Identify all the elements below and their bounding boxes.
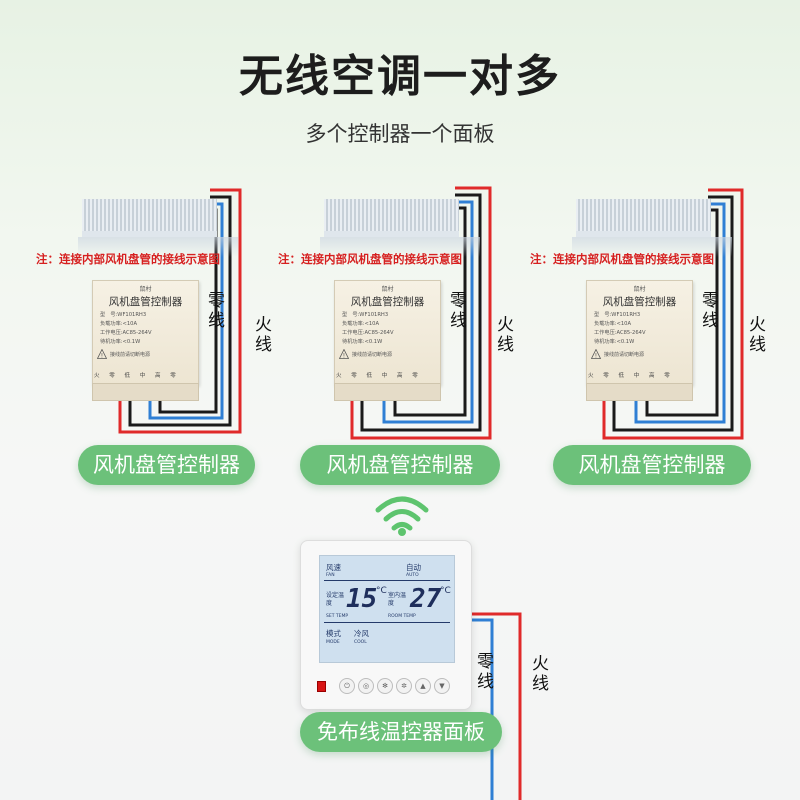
fan-label: 风速: [326, 563, 341, 572]
box-spec: 负载功率:<10A: [594, 321, 631, 327]
air-vent-icon: [576, 199, 711, 237]
warning-triangle-icon: !: [97, 349, 107, 359]
mode-button[interactable]: ◎: [358, 678, 374, 694]
thermostat-wires: [470, 612, 522, 800]
vent-shadow: [320, 237, 480, 257]
air-vent-icon: [82, 199, 217, 237]
box-spec: 工作电压:AC85-264V: [100, 330, 152, 336]
box-warning-text: 接线前请切断电源: [110, 352, 151, 358]
svg-text:!: !: [101, 353, 103, 360]
power-switch-icon[interactable]: [317, 681, 326, 692]
box-spec: 负载功率:<10A: [342, 321, 379, 327]
lcd-divider: [324, 580, 450, 581]
room-temp-label-en: ROOM TEMP: [388, 614, 416, 619]
room-temp-unit: °C: [440, 586, 451, 596]
warning-triangle-icon: !: [339, 349, 349, 359]
room-temp-label: 室内温度: [388, 592, 407, 607]
set-temp-unit: °C: [376, 586, 387, 596]
unit-3-wires: [602, 188, 744, 440]
box-spec: 负载功率:<10A: [100, 321, 137, 327]
thermostat-neutral-label: 零线: [477, 652, 494, 692]
lcd-screen: 风速 FAN 自动 AUTO 设定温度 SET TEMP 15 °C 室内温度 …: [319, 555, 455, 663]
box-title: 风机盘管控制器: [350, 296, 425, 308]
thermostat-caption: 免布线温控器面板: [300, 712, 502, 752]
box-warning-text: 接线前请切断电源: [604, 352, 645, 358]
set-temp-label: 设定温度: [326, 592, 345, 607]
thermostat-panel: 风速 FAN 自动 AUTO 设定温度 SET TEMP 15 °C 室内温度 …: [300, 540, 472, 710]
wifi-signal-icon: [375, 496, 429, 531]
terminal-labels: 火 零 低 中 高 零: [94, 373, 180, 379]
up-button[interactable]: ▲: [415, 678, 431, 694]
page-title: 无线空调一对多: [239, 51, 561, 102]
warning-triangle-icon: !: [591, 349, 601, 359]
mode-label: 模式: [326, 629, 341, 638]
box-spec: 待机功率:<0.1W: [100, 339, 141, 345]
box-spec: 工作电压:AC85-264V: [594, 330, 646, 336]
vent-shadow: [78, 237, 238, 257]
mode-value: 冷风: [354, 629, 369, 638]
wiring-note: 注：连接内部风机盘管的接线示意图: [530, 252, 714, 266]
controller-box: 鼠村 风机盘管控制器 型 号:WF101RH3 负载功率:<10A 工作电压:A…: [586, 280, 693, 385]
fan-value: 自动: [406, 563, 421, 572]
box-title: 风机盘管控制器: [602, 296, 677, 308]
set-temp-value: 15: [346, 584, 378, 614]
box-title: 风机盘管控制器: [108, 296, 183, 308]
box-warning-text: 接线前请切断电源: [352, 352, 393, 358]
mode-value-en: COOL: [354, 640, 367, 645]
box-spec: 待机功率:<0.1W: [594, 339, 635, 345]
fan-coil-caption-2: 风机盘管控制器: [300, 445, 500, 485]
box-spec: 型 号:WF101RH3: [594, 312, 641, 318]
fan-label-en: FAN: [326, 573, 335, 578]
live-wire-label: 火线: [497, 315, 514, 355]
down-button[interactable]: ▼: [434, 678, 450, 694]
page-subtitle: 多个控制器一个面板: [305, 122, 495, 146]
wiring-note: 注：连接内部风机盘管的接线示意图: [36, 252, 220, 266]
terminal-block: [586, 383, 693, 401]
mode-label-en: MODE: [326, 640, 340, 645]
box-brand: 鼠村: [139, 286, 152, 293]
fan-coil-caption-1: 风机盘管控制器: [78, 445, 255, 485]
controller-box: 鼠村 风机盘管控制器 型 号:WF101RH3 负载功率:<10A 工作电压:A…: [334, 280, 441, 385]
box-spec: 型 号:WF101RH3: [342, 312, 389, 318]
box-spec: 型 号:WF101RH3: [100, 312, 147, 318]
svg-text:!: !: [343, 353, 345, 360]
power-button[interactable]: ⏻: [339, 678, 355, 694]
live-wire-label: 火线: [255, 315, 272, 355]
wiring-note: 注：连接内部风机盘管的接线示意图: [278, 252, 462, 266]
neutral-wire-label: 零线: [450, 291, 467, 331]
terminal-labels: 火 零 低 中 高 零: [336, 373, 422, 379]
set-temp-label-en: SET TEMP: [326, 614, 349, 619]
controller-box: 鼠村 风机盘管控制器 型 号:WF101RH3 负载功率:<10A 工作电压:A…: [92, 280, 199, 385]
settings-button[interactable]: ✲: [396, 678, 412, 694]
room-temp-value: 27: [410, 584, 442, 614]
box-brand: 鼠村: [381, 286, 394, 293]
fan-value-en: AUTO: [406, 573, 419, 578]
fan-coil-unit-1: 注：连接内部风机盘管的接线示意图 鼠村 风机盘管控制器 型 号:WF101RH3…: [36, 185, 318, 450]
air-vent-icon: [324, 199, 459, 237]
fan-coil-caption-3: 风机盘管控制器: [553, 445, 751, 485]
fan-button[interactable]: ✻: [377, 678, 393, 694]
neutral-wire-label: 零线: [702, 291, 719, 331]
svg-text:!: !: [595, 353, 597, 360]
wifi-dot: [398, 528, 406, 536]
live-wire-label: 火线: [749, 315, 766, 355]
unit-2-wires: [350, 186, 492, 440]
box-spec: 待机功率:<0.1W: [342, 339, 383, 345]
box-brand: 鼠村: [633, 286, 646, 293]
thermostat-live-label: 火线: [532, 654, 549, 694]
terminal-block: [92, 383, 199, 401]
neutral-wire-label: 零线: [208, 291, 225, 331]
terminal-labels: 火 零 低 中 高 零: [588, 373, 674, 379]
terminal-block: [334, 383, 441, 401]
lcd-divider: [324, 622, 450, 623]
fan-coil-unit-2: 注：连接内部风机盘管的接线示意图 鼠村 风机盘管控制器 型 号:WF101RH3…: [278, 185, 560, 450]
box-spec: 工作电压:AC85-264V: [342, 330, 394, 336]
vent-shadow: [572, 237, 732, 257]
fan-coil-unit-3: 注：连接内部风机盘管的接线示意图 鼠村 风机盘管控制器 型 号:WF101RH3…: [530, 185, 800, 450]
